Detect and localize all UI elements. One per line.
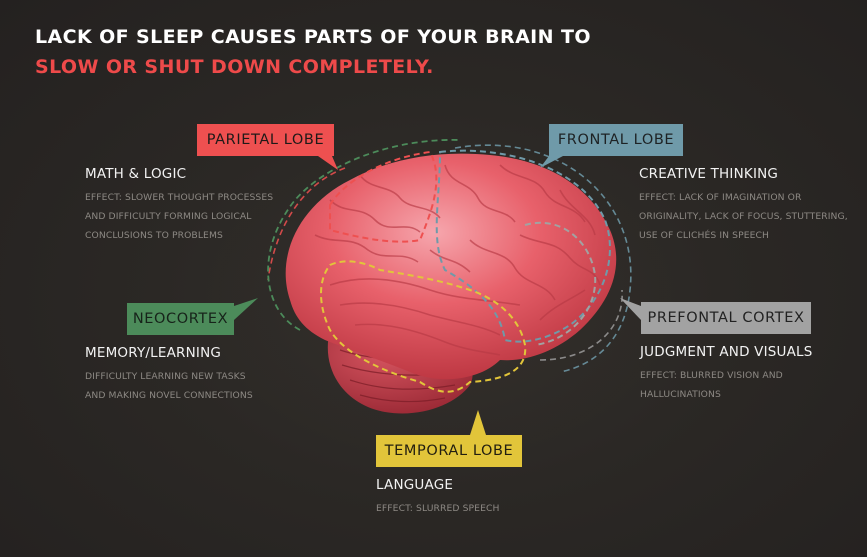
neocortex-effect-line: DIFFICULTY LEARNING NEW TASKS [85,371,246,382]
frontal-outline [435,149,611,343]
headline-line-2: SLOW OR SHUT DOWN COMPLETELY. [35,56,434,78]
frontal-effect-line: ORIGINALITY, LACK OF FOCUS, STUTTERING, [639,211,848,222]
neocortex-function-title: MEMORY/LEARNING [85,345,222,361]
parietal-effect-line: CONCLUSIONS TO PROBLEMS [85,230,223,241]
neocortex-tag-pointer [234,298,258,320]
temporal-function-title: LANGUAGE [376,477,454,493]
neocortex-effect-line: AND MAKING NOVEL CONNECTIONS [85,390,253,401]
frontal-effect-line: USE OF CLICHÉS IN SPEECH [639,230,770,241]
prefrontal-outline [524,221,597,346]
neocortex-arc [267,139,461,331]
parietal-effect-line: EFFECT: SLOWER THOUGHT PROCESSES [85,192,274,203]
cerebrum [285,153,617,380]
prefrontal-arc [539,289,623,361]
parietal-outline [329,150,438,243]
prefrontal-cortex-tag: PREFONTAL CORTEX [641,302,811,334]
parietal-lobe-tag: PARIETAL LOBE [197,124,334,156]
prefrontal-effect: EFFECT: BLURRED VISION AND HALLUCINATION… [640,366,783,404]
parietal-tag-pointer [318,156,338,170]
temporal-lobe-tag: TEMPORAL LOBE [376,435,522,467]
temporal-effect-line: EFFECT: SLURRED SPEECH [376,503,500,514]
prefrontal-tag-pointer [620,298,641,320]
frontal-effect: EFFECT: LACK OF IMAGINATION OR ORIGINALI… [639,188,848,245]
parietal-effect: EFFECT: SLOWER THOUGHT PROCESSES AND DIF… [85,188,273,245]
temporal-outline [320,260,527,393]
frontal-arc [454,144,632,373]
temporal-effect: EFFECT: SLURRED SPEECH [376,499,500,518]
parietal-arc [267,167,346,281]
brain-gyri [314,164,601,356]
parietal-function-title: MATH & LOGIC [85,166,187,182]
frontal-lobe-tag: FRONTAL LOBE [549,124,683,156]
neocortex-effect: DIFFICULTY LEARNING NEW TASKS AND MAKING… [85,367,253,405]
neocortex-tag: NEOCORTEX [127,303,234,335]
parietal-effect-line: AND DIFFICULTY FORMING LOGICAL [85,211,252,222]
frontal-function-title: CREATIVE THINKING [639,166,779,182]
prefrontal-function-title: JUDGMENT AND VISUALS [640,344,813,360]
prefrontal-effect-line: HALLUCINATIONS [640,389,721,400]
temporal-tag-pointer [470,410,486,435]
prefrontal-effect-line: EFFECT: BLURRED VISION AND [640,370,783,381]
frontal-tag-pointer [540,156,563,168]
frontal-effect-line: EFFECT: LACK OF IMAGINATION OR [639,192,802,203]
headline-line-1: LACK OF SLEEP CAUSES PARTS OF YOUR BRAIN… [35,26,591,48]
